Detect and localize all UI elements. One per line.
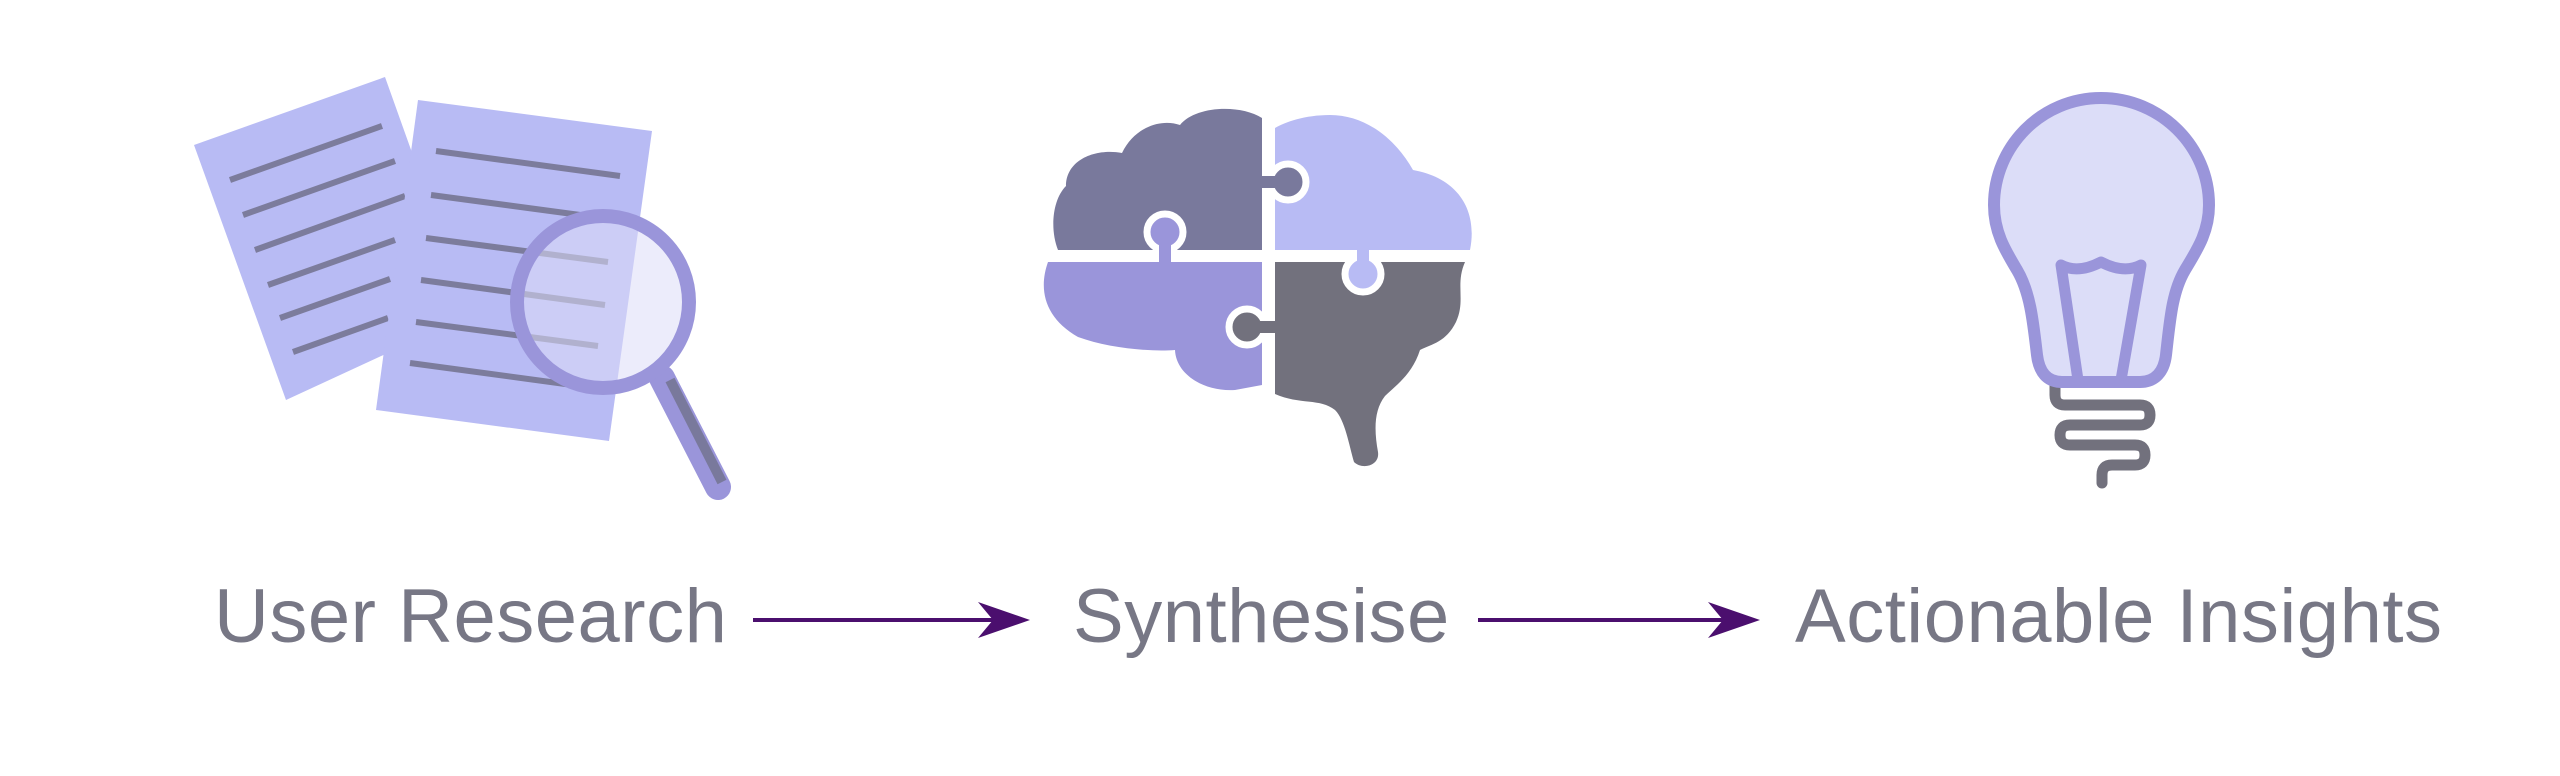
brain-piece-bottom-right <box>1275 262 1465 467</box>
filament <box>2055 256 2147 381</box>
coil <box>2049 377 2156 489</box>
step-label-synthesise: Synthesise <box>1073 574 1450 659</box>
brain-piece-bottom-left <box>1043 262 1262 391</box>
magnifier-icon <box>510 209 731 500</box>
brain-piece-top-left <box>1053 108 1262 251</box>
step-label-user-research: User Research <box>214 574 728 659</box>
arrow-synthesise-to-insights <box>1478 602 1760 638</box>
bulb-glass <box>1987 91 2216 388</box>
back-document-lines <box>228 123 407 355</box>
puzzle-brain-icon <box>1043 108 1472 467</box>
lightbulb-icon <box>1987 91 2216 489</box>
step-label-actionable-insights: Actionable Insights <box>1795 574 2443 659</box>
arrow-research-to-synthesise <box>753 602 1030 638</box>
documents-magnifier-icon <box>194 77 731 500</box>
brain-piece-top-right <box>1275 115 1472 250</box>
